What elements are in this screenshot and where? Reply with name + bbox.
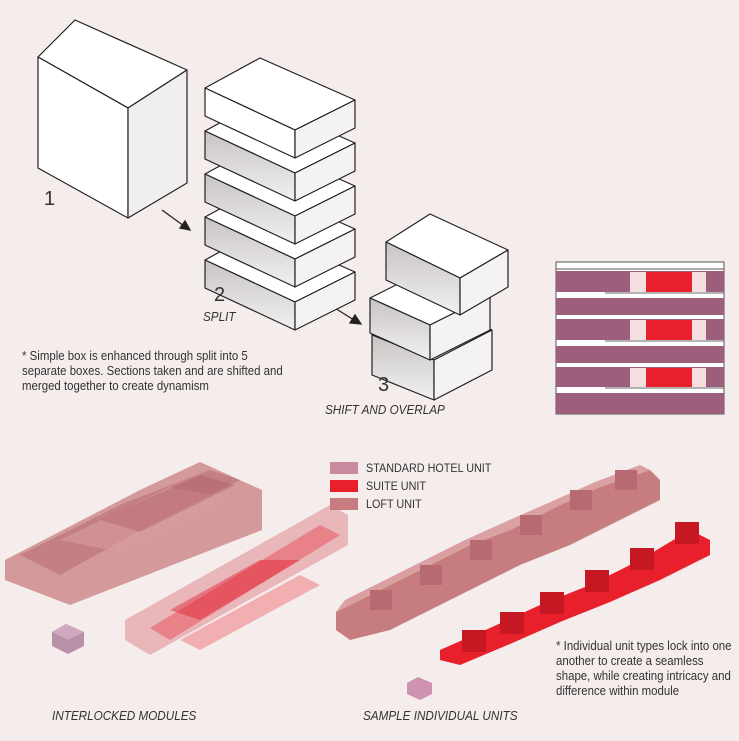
simple-box <box>37 19 188 219</box>
legend-label-loft: LOFT UNIT <box>366 497 422 511</box>
split-note: * Simple box is enhanced through split i… <box>22 348 286 393</box>
legend-item-loft: LOFT UNIT <box>330 495 505 513</box>
split-note-text: Simple box is enhanced through split int… <box>22 348 283 393</box>
units-note-marker: * <box>556 638 561 653</box>
step-3-number: 3 <box>378 374 390 396</box>
legend-label-suite: SUITE UNIT <box>366 479 427 493</box>
shifted-boxes <box>369 213 509 401</box>
legend-swatch-suite <box>330 480 358 492</box>
legend-label-standard: STANDARD HOTEL UNIT <box>366 461 492 475</box>
legend-swatch-loft <box>330 498 358 510</box>
units-note: * Individual unit types lock into one an… <box>556 638 739 698</box>
legend: STANDARD HOTEL UNIT SUITE UNIT LOFT UNIT <box>330 459 505 513</box>
legend-item-standard: STANDARD HOTEL UNIT <box>330 459 505 477</box>
split-slab <box>204 57 356 159</box>
step-2-number: 2 <box>214 284 226 306</box>
split-note-marker: * <box>22 348 27 363</box>
units-note-text: Individual unit types lock into one anot… <box>556 638 732 698</box>
interlocked-modules <box>5 462 348 655</box>
legend-item-suite: SUITE UNIT <box>330 477 505 495</box>
step-2-caption: SPLIT <box>203 309 236 324</box>
legend-swatch-standard <box>330 462 358 474</box>
step-1-number: 1 <box>44 188 56 210</box>
sample-caption: SAMPLE INDIVIDUAL UNITS <box>363 708 518 723</box>
arrow-1-to-2 <box>161 209 192 231</box>
section-drawing <box>555 261 725 415</box>
split-boxes <box>204 57 356 331</box>
sample-units <box>336 465 710 700</box>
interlocked-caption: INTERLOCKED MODULES <box>52 708 197 723</box>
step-3-caption: SHIFT AND OVERLAP <box>325 402 445 417</box>
